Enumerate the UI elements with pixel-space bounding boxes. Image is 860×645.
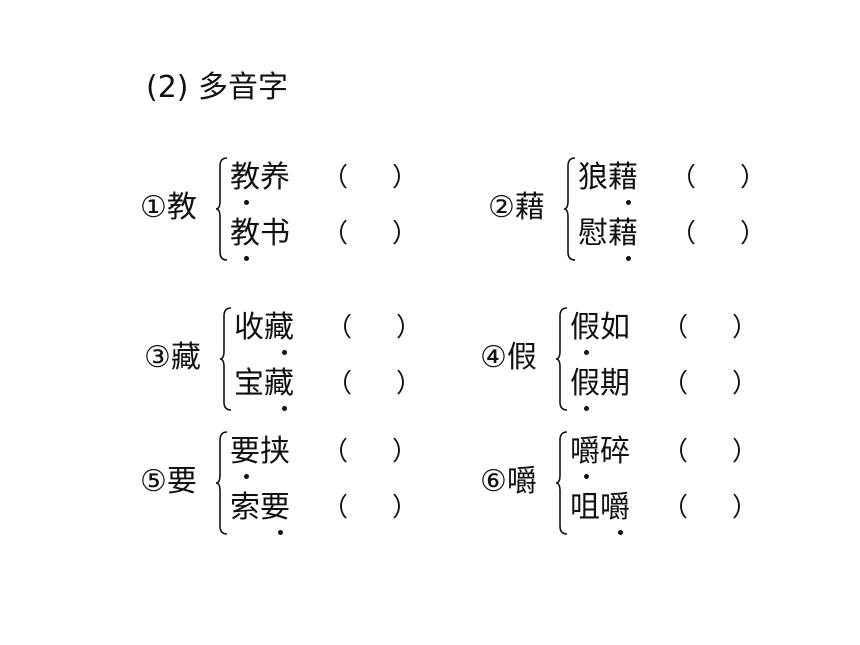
brace-icon: [215, 431, 228, 535]
answer-blank-open: （: [670, 219, 697, 249]
answer-blank-open: （: [322, 437, 349, 467]
brace-icon: [563, 157, 576, 261]
word-text: 收藏: [234, 310, 294, 345]
group-label: ⑤要: [140, 464, 197, 499]
brace-icon: [219, 307, 232, 411]
word-row: 嚼碎 （ ）: [570, 432, 780, 479]
answer-blank-open: （: [662, 493, 689, 523]
word-row: 要挟 （ ）: [230, 432, 440, 479]
word-text: 宝藏: [234, 366, 294, 401]
emphasis-dot-icon: [244, 256, 249, 261]
emphasis-dot-icon: [618, 530, 623, 535]
answer-blank-open: （: [662, 437, 689, 467]
polyphone-group-3: ③藏 收藏 （ ） 宝藏 （ ）: [144, 304, 444, 414]
emphasis-dot-icon: [584, 474, 589, 479]
emphasis-dot-icon: [282, 350, 287, 355]
polyphone-group-6: ⑥嚼 嚼碎 （ ） 咀嚼 （ ）: [480, 428, 780, 538]
word-text: 狼藉: [578, 160, 638, 195]
polyphone-group-5: ⑤要 要挟 （ ） 索要 （ ）: [140, 428, 440, 538]
word-text: 嚼碎: [570, 434, 630, 469]
emphasis-dot-icon: [244, 474, 249, 479]
answer-blank-close: ）: [740, 219, 767, 249]
emphasis-dot-icon: [584, 350, 589, 355]
word-text: 慰藉: [578, 216, 638, 251]
emphasis-dot-icon: [584, 406, 589, 411]
answer-blank-open: （: [322, 219, 349, 249]
group-label: ④假: [480, 340, 537, 375]
emphasis-dot-icon: [278, 530, 283, 535]
answer-blank-close: ）: [732, 437, 759, 467]
word-text: 教书: [230, 216, 290, 251]
word-row: 教养 （ ）: [230, 158, 440, 205]
answer-blank-close: ）: [740, 163, 767, 193]
answer-blank-close: ）: [732, 313, 759, 343]
word-row: 教书 （ ）: [230, 214, 440, 261]
answer-blank-open: （: [322, 163, 349, 193]
group-label: ②藉: [488, 190, 545, 225]
word-text: 教养: [230, 160, 290, 195]
brace-icon: [215, 157, 228, 261]
group-label: ⑥嚼: [480, 464, 537, 499]
emphasis-dot-icon: [626, 256, 631, 261]
word-row: 狼藉 （ ）: [578, 158, 788, 205]
emphasis-dot-icon: [282, 406, 287, 411]
polyphone-group-2: ②藉 狼藉 （ ） 慰藉 （ ）: [488, 154, 788, 264]
word-row: 慰藉 （ ）: [578, 214, 788, 261]
word-text: 假期: [570, 366, 630, 401]
word-text: 假如: [570, 310, 630, 345]
page-title: (2) 多音字: [146, 70, 289, 105]
answer-blank-close: ）: [392, 219, 419, 249]
word-text: 咀嚼: [570, 490, 630, 525]
group-label: ①教: [140, 190, 197, 225]
emphasis-dot-icon: [244, 200, 249, 205]
polyphone-group-4: ④假 假如 （ ） 假期 （ ）: [480, 304, 780, 414]
answer-blank-open: （: [326, 369, 353, 399]
answer-blank-open: （: [322, 493, 349, 523]
answer-blank-open: （: [326, 313, 353, 343]
answer-blank-close: ）: [396, 369, 423, 399]
answer-blank-close: ）: [732, 493, 759, 523]
word-text: 要挟: [230, 434, 290, 469]
word-row: 收藏 （ ）: [234, 308, 444, 355]
answer-blank-close: ）: [392, 437, 419, 467]
brace-icon: [555, 431, 568, 535]
word-row: 假如 （ ）: [570, 308, 780, 355]
emphasis-dot-icon: [626, 200, 631, 205]
answer-blank-close: ）: [396, 313, 423, 343]
word-row: 索要 （ ）: [230, 488, 440, 535]
word-text: 索要: [230, 490, 290, 525]
answer-blank-close: ）: [392, 163, 419, 193]
polyphone-group-1: ①教 教养 （ ） 教书 （ ）: [140, 154, 440, 264]
word-row: 假期 （ ）: [570, 364, 780, 411]
word-row: 宝藏 （ ）: [234, 364, 444, 411]
group-label: ③藏: [144, 340, 201, 375]
answer-blank-open: （: [662, 313, 689, 343]
answer-blank-close: ）: [392, 493, 419, 523]
answer-blank-open: （: [670, 163, 697, 193]
brace-icon: [555, 307, 568, 411]
word-row: 咀嚼 （ ）: [570, 488, 780, 535]
answer-blank-open: （: [662, 369, 689, 399]
answer-blank-close: ）: [732, 369, 759, 399]
